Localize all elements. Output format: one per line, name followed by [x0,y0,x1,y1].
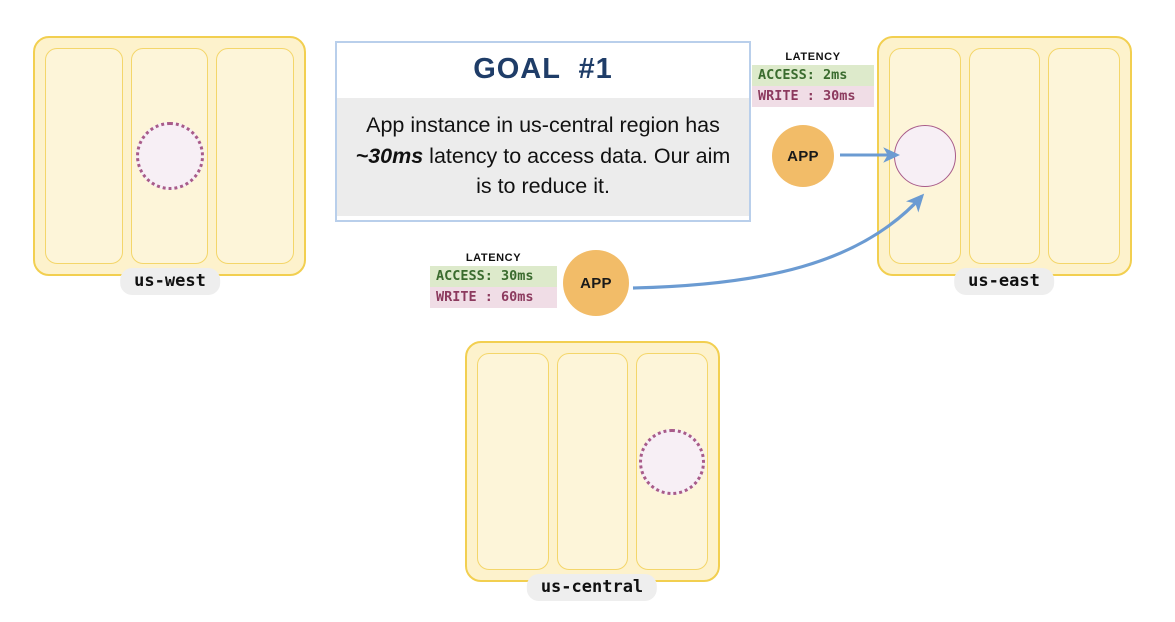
zone-row-us-central [477,353,709,570]
region-us-central [465,341,720,582]
zone-row-us-west [45,48,295,264]
data-replica-us-west [135,122,204,190]
app-node-us-central-label: APP [580,274,612,292]
goal-callout: GOAL #1 App instance in us-central regio… [335,41,751,222]
zone-us-east-1 [889,48,961,264]
goal-body-emphasis: ~30ms [355,143,424,168]
goal-body: App instance in us-central region has ~3… [337,98,749,216]
latency-panel-us-east: LATENCY ACCESS: 2ms WRITE : 30ms [752,51,874,107]
data-replica-us-central [639,428,706,495]
zone-us-east-2 [968,48,1041,264]
goal-body-part1: App instance in us-central region has [366,113,720,137]
zone-row-us-east [889,48,1121,264]
region-us-east [877,36,1132,276]
zone-us-west-2 [130,48,209,264]
zone-us-central-2 [556,353,629,570]
latency-panel-us-east-title: LATENCY [785,51,841,63]
zone-us-east-3 [1048,48,1121,264]
latency-panel-us-central-title: LATENCY [465,252,522,264]
zone-us-central-1 [477,353,549,570]
goal-body-part2: latency to access data. Our aim is to re… [423,143,731,199]
latency-row-access-us-central: ACCESS: 30ms [430,266,557,287]
latency-row-access-us-east: ACCESS: 2ms [752,65,874,86]
zone-us-west-1 [45,48,123,264]
data-replica-us-east [893,125,956,187]
region-label-us-central: us-central [526,574,658,601]
region-us-west [33,36,306,276]
latency-panel-us-central: LATENCY ACCESS: 30ms WRITE : 60ms [430,252,557,308]
app-node-us-east: APP [772,125,834,187]
app-node-us-east-label: APP [787,147,819,165]
region-label-us-east: us-east [954,268,1054,295]
goal-title: GOAL #1 [337,43,749,98]
zone-us-central-3 [636,353,709,570]
app-node-us-central: APP [563,250,629,316]
latency-row-write-us-east: WRITE : 30ms [752,85,874,107]
region-label-us-west: us-west [120,268,220,295]
zone-us-west-3 [216,48,295,264]
latency-row-write-us-central: WRITE : 60ms [430,286,557,308]
